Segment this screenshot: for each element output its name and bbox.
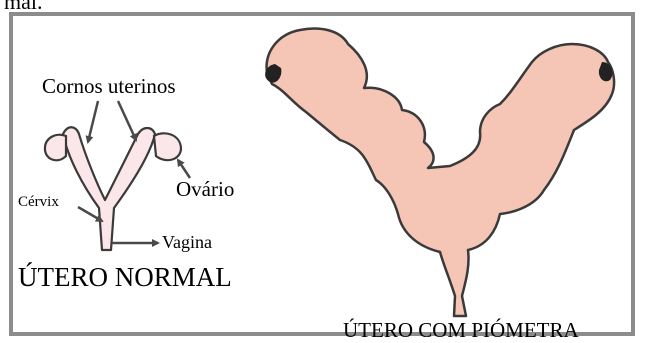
vagina-label: Vagina	[162, 232, 212, 253]
pyometra-uterus	[265, 29, 614, 316]
uterine-horns-label: Cornos uterinos	[42, 74, 176, 99]
horn-arrow-left	[88, 101, 98, 142]
normal-uterus-body	[63, 127, 155, 250]
horn-arrow-right	[118, 101, 136, 140]
left-ovary	[45, 135, 66, 160]
ovary-label: Ovário	[176, 177, 234, 202]
pyometra-uterus-caption: ÚTERO COM PIÓMETRA	[343, 318, 579, 343]
cervix-label: Cérvix	[18, 194, 59, 211]
right-ovary	[154, 133, 181, 160]
normal-uterus-caption: ÚTERO NORMAL	[18, 262, 232, 293]
pyometra-uterus-body	[267, 29, 614, 316]
normal-uterus	[45, 127, 181, 250]
ovary-arrow	[178, 160, 190, 178]
